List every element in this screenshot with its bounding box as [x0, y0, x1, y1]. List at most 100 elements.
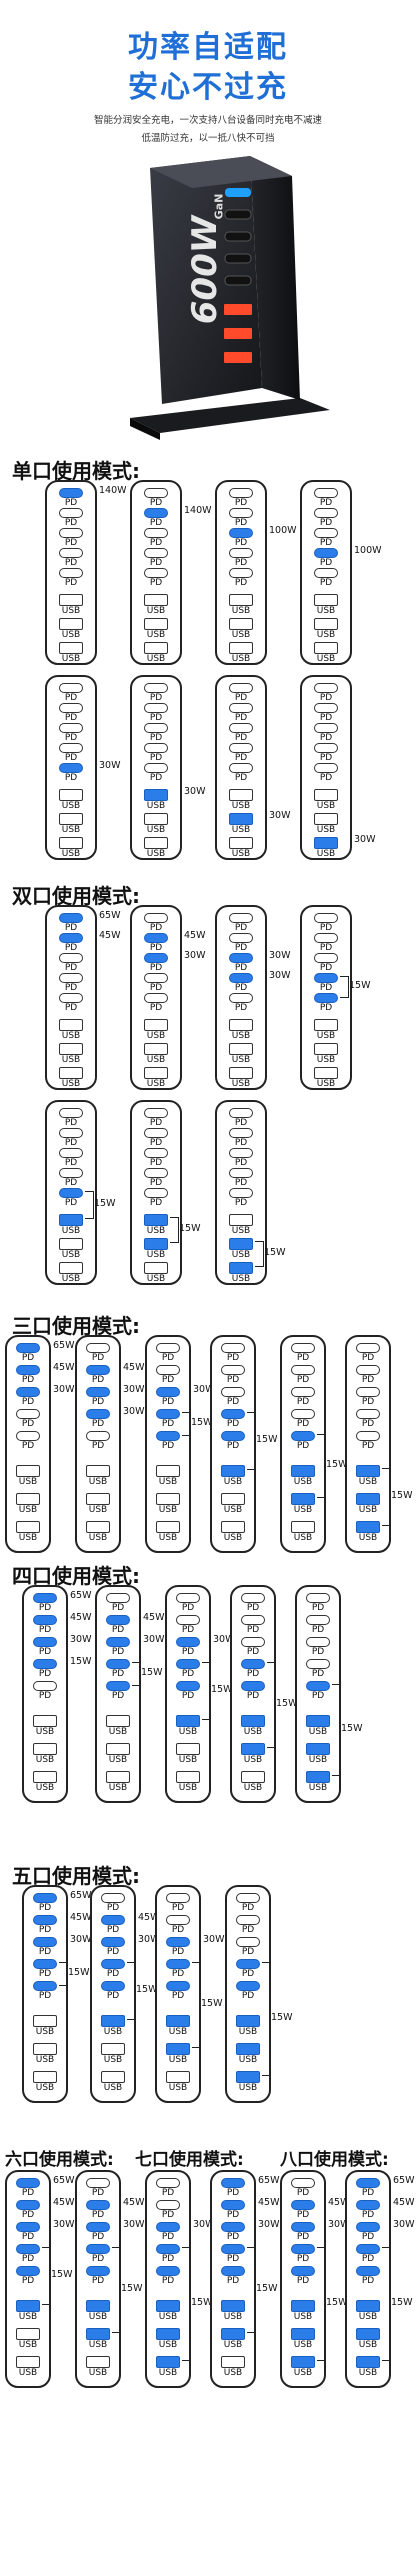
usb-port — [16, 2328, 40, 2340]
usb-port — [356, 2300, 380, 2312]
usb-port — [106, 1743, 130, 1755]
shared-power-bracket — [59, 1962, 68, 1986]
pd-port — [306, 1593, 330, 1603]
usb-port — [101, 2071, 125, 2083]
usb-port — [236, 2015, 260, 2027]
pd-label: PD — [161, 2254, 175, 2264]
usb-port — [144, 1067, 168, 1079]
pd-port — [156, 2266, 180, 2276]
wattage-label-shared: 15W — [326, 2297, 348, 2308]
usb-label: USB — [61, 1226, 81, 1236]
usb-label: USB — [223, 2368, 243, 2378]
shared-power-bracket — [247, 2247, 256, 2333]
usb-label: USB — [316, 825, 336, 835]
pd-label: PD — [106, 1903, 120, 1913]
usb-port — [101, 2043, 125, 2055]
hero-title-2: 安心不过充 — [128, 70, 288, 105]
usb-label: USB — [293, 1477, 313, 1487]
pd-label: PD — [241, 1925, 255, 1935]
pd-port — [176, 1593, 200, 1603]
pd-label: PD — [171, 1969, 185, 1979]
usb-port — [221, 2300, 245, 2312]
usb-port — [144, 1019, 168, 1031]
usb-port — [229, 837, 253, 849]
usb-port — [229, 789, 253, 801]
pd-port — [229, 548, 253, 558]
pd-label: PD — [171, 1991, 185, 2001]
usb-label: USB — [316, 801, 336, 811]
pd-port — [59, 1128, 83, 1138]
pd-label: PD — [149, 1198, 163, 1208]
pd-port — [33, 1893, 57, 1903]
pd-label: PD — [91, 1397, 105, 1407]
pd-label: PD — [181, 1669, 195, 1679]
pd-label: PD — [226, 2276, 240, 2286]
usb-port — [241, 1715, 265, 1727]
usb-port — [356, 2328, 380, 2340]
usb-port — [229, 813, 253, 825]
pd-label: PD — [226, 1419, 240, 1429]
usb-port — [33, 2015, 57, 2027]
product-brand-text: 600W — [185, 215, 225, 325]
pd-port — [144, 1128, 168, 1138]
usb-label: USB — [18, 2340, 38, 2350]
usb-label: USB — [231, 654, 251, 664]
section-title: 双口使用模式: — [12, 884, 140, 908]
usb-port — [33, 2043, 57, 2055]
pd-port — [59, 1148, 83, 1158]
usb-label: USB — [88, 2312, 108, 2322]
pd-port — [86, 1343, 110, 1353]
usb-port — [144, 813, 168, 825]
usb-port — [33, 2071, 57, 2083]
wattage-label: 30W — [213, 1634, 235, 1645]
usb-port — [314, 1043, 338, 1055]
usb-label: USB — [223, 1533, 243, 1543]
shared-power-bracket — [317, 2247, 326, 2361]
pd-label: PD — [171, 1903, 185, 1913]
pd-label: PD — [21, 1419, 35, 1429]
pd-label: PD — [226, 1397, 240, 1407]
pd-port — [229, 1188, 253, 1198]
hero-desc-2: 低温防过充，以一抵八快不可挡 — [141, 133, 275, 144]
pd-port — [59, 743, 83, 753]
pd-label: PD — [234, 693, 248, 703]
wattage-label: 45W — [123, 2197, 145, 2208]
pd-port — [241, 1615, 265, 1625]
pd-label: PD — [64, 1198, 78, 1208]
wattage-label: 30W — [123, 2219, 145, 2230]
pd-port — [291, 2266, 315, 2276]
pd-port — [59, 993, 83, 1003]
usb-label: USB — [103, 2083, 123, 2093]
shared-power-bracket — [332, 1684, 341, 1776]
pd-label: PD — [226, 1441, 240, 1451]
pd-label: PD — [171, 1947, 185, 1957]
usb-label: USB — [146, 1031, 166, 1041]
pd-label: PD — [161, 1397, 175, 1407]
usb-label: USB — [238, 2083, 258, 2093]
pd-port — [59, 488, 83, 498]
pd-port — [59, 763, 83, 773]
usb-port — [166, 2043, 190, 2055]
usb-label: USB — [18, 2368, 38, 2378]
pd-label: PD — [319, 963, 333, 973]
usb-port — [144, 1262, 168, 1274]
usb-label: USB — [293, 1505, 313, 1515]
pd-port — [144, 723, 168, 733]
pd-label: PD — [64, 1118, 78, 1128]
shared-power-bracket — [182, 2247, 191, 2361]
usb-label: USB — [293, 1533, 313, 1543]
pd-label: PD — [149, 773, 163, 783]
usb-label: USB — [223, 2340, 243, 2350]
pd-port — [59, 933, 83, 943]
usb-label: USB — [88, 2340, 108, 2350]
pd-label: PD — [111, 1625, 125, 1635]
shared-power-bracket — [202, 1662, 211, 1720]
